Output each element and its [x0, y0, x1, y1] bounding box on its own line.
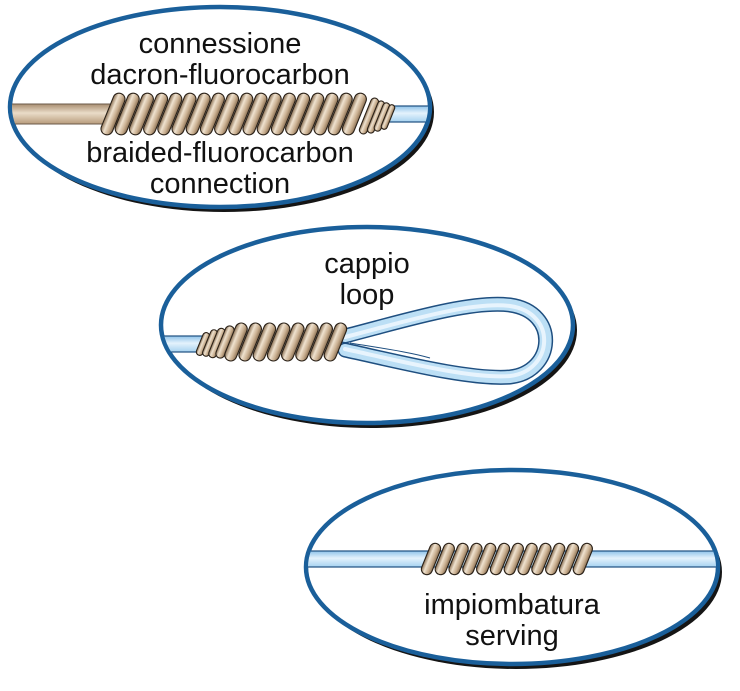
- coil-wrap: [100, 92, 396, 136]
- coil-turn: [224, 322, 248, 362]
- coil-turn: [380, 104, 396, 130]
- coil-turn: [114, 92, 140, 136]
- label-english-line1: braided-fluorocarbon: [86, 137, 354, 169]
- coil-turn: [270, 92, 296, 136]
- panel-braided-fluorocarbon-connection: connessione dacron-fluorocarbon braided-…: [7, 4, 434, 212]
- label-english-line2: connection: [150, 168, 290, 200]
- coil-turn: [242, 92, 268, 136]
- coil-turn: [266, 322, 291, 362]
- label-italian: impiombatura: [424, 589, 601, 621]
- coil-turn: [185, 92, 211, 136]
- coil-wrap: [420, 542, 593, 576]
- coil-turn: [238, 322, 262, 362]
- coil-turn: [299, 92, 325, 136]
- coil-turn: [517, 542, 538, 576]
- coil-turn: [171, 92, 197, 136]
- label-english: serving: [465, 620, 559, 652]
- coil-turn: [341, 92, 367, 136]
- braided-line: [12, 103, 121, 125]
- coil-turn: [462, 542, 483, 576]
- coil-turn: [295, 322, 319, 362]
- coil-turn: [476, 542, 497, 576]
- coil-turn: [252, 322, 277, 362]
- coil-turn: [228, 92, 254, 136]
- coil-turn: [503, 542, 524, 576]
- panel-serving: impiombatura serving: [303, 467, 722, 669]
- coil-turn: [531, 542, 552, 576]
- coil-turn: [256, 92, 282, 136]
- label-italian-line1: connessione: [139, 28, 302, 60]
- panel-loop: cappio loop: [158, 224, 577, 428]
- coil-turn: [448, 542, 469, 576]
- coil-turn: [285, 92, 311, 136]
- label-italian-line2: dacron-fluorocarbon: [90, 59, 350, 91]
- coil-wrap: [195, 322, 348, 362]
- fluorocarbon-loop-highlight: [343, 303, 547, 379]
- coil-turn: [100, 92, 126, 136]
- coil-turn: [128, 92, 154, 136]
- loop-crossing-strand: [349, 342, 431, 359]
- coil-turn: [309, 322, 333, 362]
- label-english: loop: [340, 279, 395, 311]
- coil-turn: [157, 92, 183, 136]
- coil-turn: [434, 542, 455, 576]
- coil-turn: [323, 322, 348, 362]
- coil-turn: [214, 92, 240, 136]
- coil-turn: [313, 92, 339, 136]
- coil-turn: [489, 542, 511, 576]
- coil-turn: [143, 92, 169, 136]
- coil-turn: [199, 92, 225, 136]
- coil-turn: [420, 542, 442, 576]
- coil-turn: [281, 322, 305, 362]
- coil-turn: [558, 542, 580, 576]
- coil-turn: [327, 92, 353, 136]
- coil-turn: [572, 542, 593, 576]
- label-italian: cappio: [324, 248, 409, 280]
- coil-turn: [545, 542, 566, 576]
